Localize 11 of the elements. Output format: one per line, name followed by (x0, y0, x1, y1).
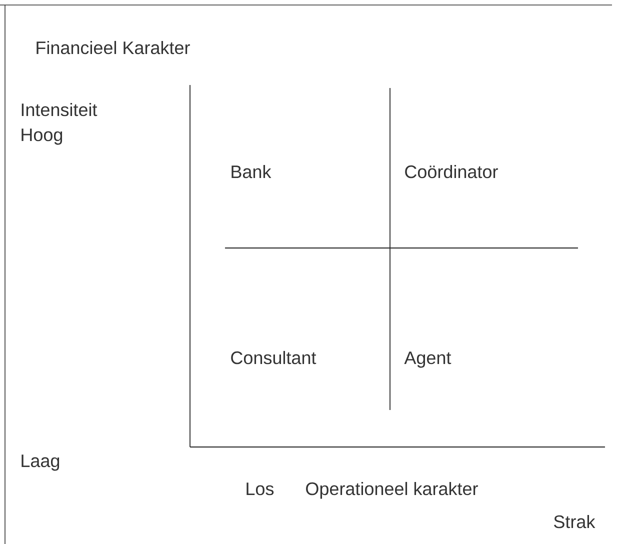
quadrant-label: Coördinator (405, 164, 498, 178)
axis-label: Los (246, 482, 274, 496)
axis-label: Operationeel karakter (306, 482, 478, 499)
axis-label: Hoog (22, 128, 62, 145)
axis-label: Financieel Karakter (36, 40, 190, 54)
quadrant-label: Bank (232, 164, 272, 178)
axis-label: Strak (554, 514, 596, 528)
axis-label: Laag (22, 454, 60, 471)
axis-label: Intensiteit (22, 102, 98, 116)
quadrant-label: Agent (404, 352, 452, 368)
quadrant-label: Consultant (231, 350, 316, 364)
